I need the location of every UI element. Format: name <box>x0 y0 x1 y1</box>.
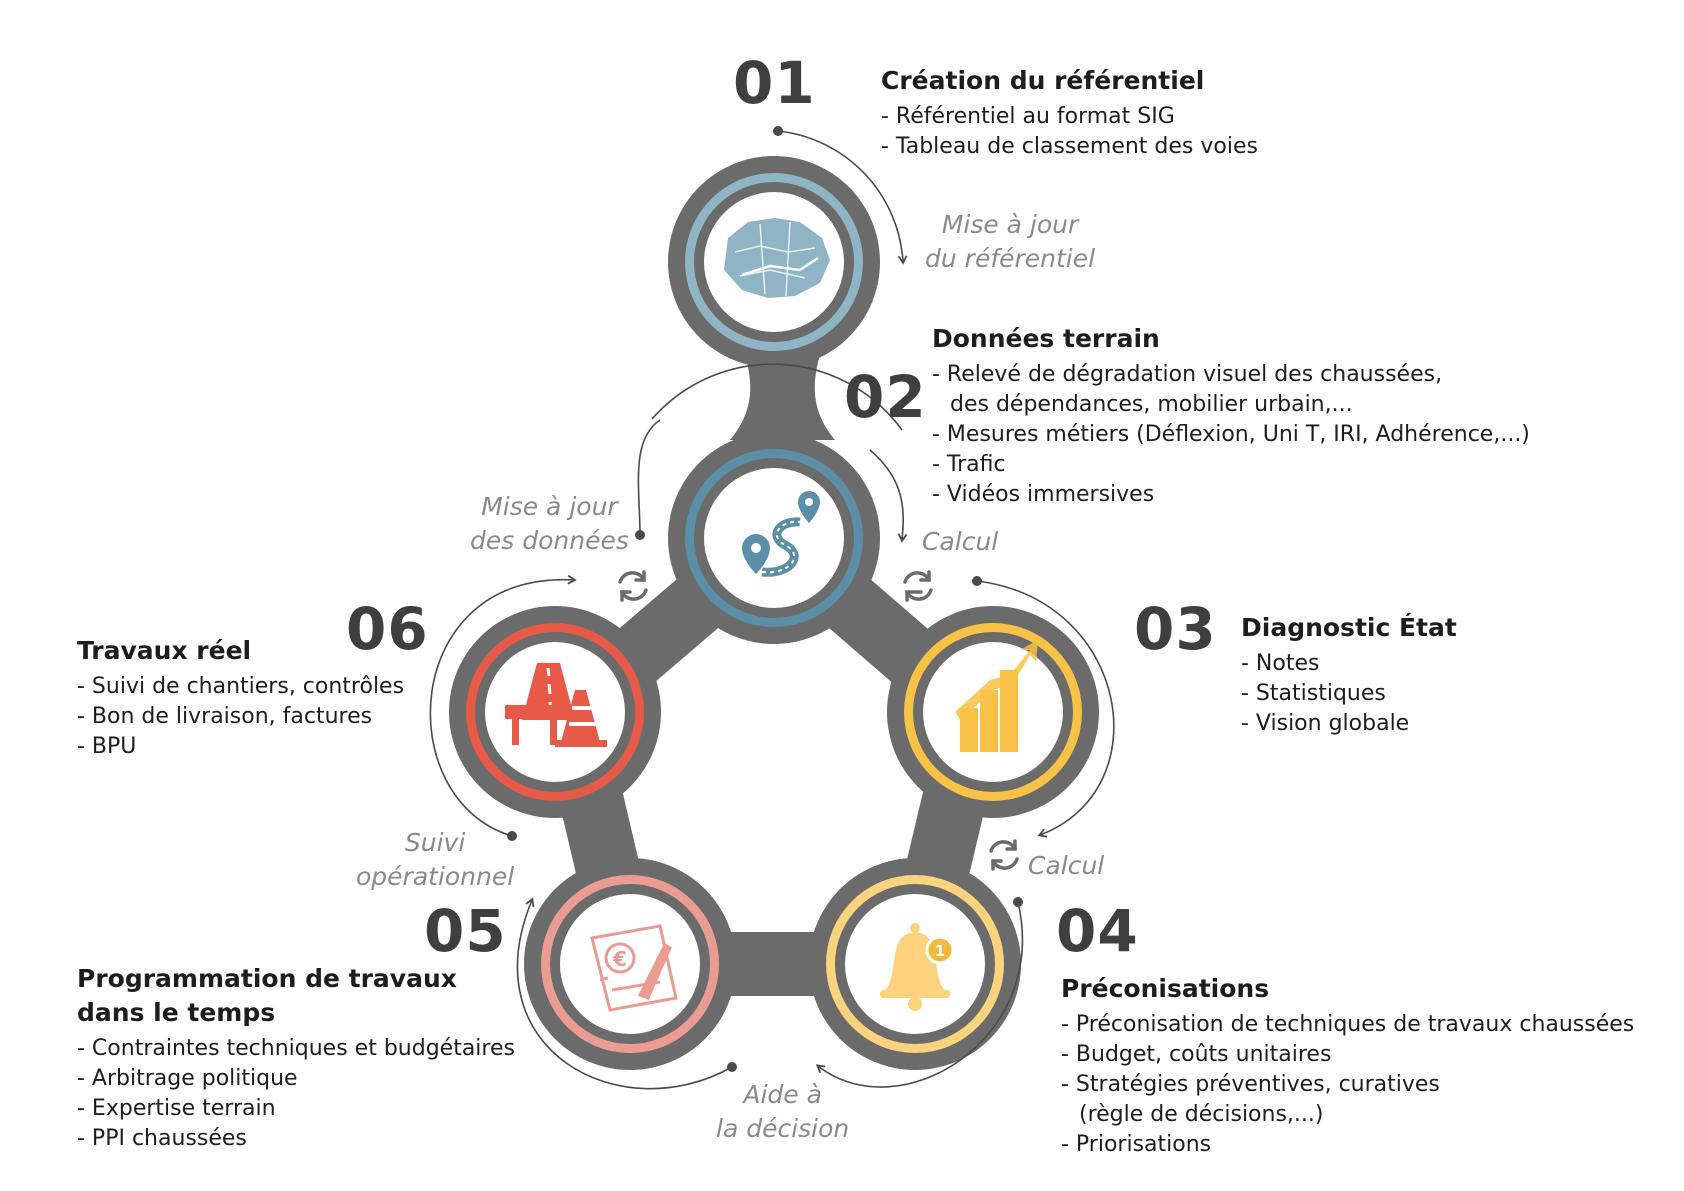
step-04-item: (règle de décisions,...) <box>1079 1102 1324 1127</box>
refresh-icon-1 <box>618 570 648 602</box>
step-05-item: - Contraintes techniques et budgétaires <box>77 1036 515 1061</box>
notification-bell-icon: 1 <box>880 923 955 1011</box>
label-decision: Aide à la décision <box>716 1078 849 1146</box>
step-01-item: - Référentiel au format SIG <box>881 104 1175 129</box>
label-line: la décision <box>716 1114 850 1143</box>
step-06-item: - BPU <box>77 734 137 759</box>
arrow-decision <box>815 901 1024 1088</box>
label-line: opérationnel <box>356 862 515 891</box>
arrow-calc-1 <box>869 449 908 543</box>
label-line: des données <box>470 526 629 555</box>
dot-followup <box>507 831 517 841</box>
arrow-calc-2 <box>976 580 1115 838</box>
label-line: Mise à jour <box>941 210 1079 239</box>
step-05-item: - Expertise terrain <box>77 1096 276 1121</box>
step-02-item: des dépendances, mobilier urbain,... <box>950 392 1353 417</box>
step-number-03: 03 <box>1134 595 1217 663</box>
step-03-item: - Notes <box>1241 651 1320 676</box>
step-05-item: - PPI chaussées <box>77 1126 247 1151</box>
flow-dots <box>507 126 1023 1072</box>
label-calc-2: Calcul <box>1028 851 1105 880</box>
circle-04: 1 <box>809 858 1021 1070</box>
city-map-icon <box>724 218 830 298</box>
circle-02 <box>668 432 880 644</box>
step-02-item: - Mesures métiers (Déflexion, Uni T, IRI… <box>932 422 1530 447</box>
step-02-item: - Relevé de dégradation visuel des chaus… <box>932 362 1443 387</box>
center-hole <box>644 660 904 920</box>
arrow-update-ref <box>777 130 908 265</box>
circle-06 <box>449 606 661 818</box>
dot-update-ref <box>773 126 783 136</box>
dot-calc-1 <box>972 576 982 586</box>
step-04-item: - Préconisation de techniques de travaux… <box>1061 1012 1635 1037</box>
label-update-referential: Mise à jour du référentiel <box>925 208 1095 276</box>
step-05-item: - Arbitrage politique <box>77 1066 298 1091</box>
label-line: Aide à <box>743 1080 822 1109</box>
step-number-02: 02 <box>844 363 927 431</box>
circle-05: € <box>524 858 736 1070</box>
growth-chart-icon <box>955 640 1038 752</box>
dot-decision <box>727 1062 737 1072</box>
circle-03 <box>887 606 1099 818</box>
step-number-01: 01 <box>733 49 816 117</box>
label-update-data: Mise à jour des données <box>470 490 629 558</box>
step-number-05: 05 <box>424 897 507 965</box>
arrow-update-data <box>651 363 903 431</box>
step-05-text: Programmation de travaux dans le temps -… <box>77 962 515 1154</box>
label-line: du référentiel <box>925 244 1096 273</box>
label-calc-1: Calcul <box>922 527 999 556</box>
step-04-item: - Stratégies préventives, curatives <box>1061 1072 1440 1097</box>
step-02-title: Données terrain <box>932 324 1160 353</box>
arrow-followup <box>429 574 577 837</box>
step-03-text: Diagnostic État - Notes - Statistiques -… <box>1241 611 1457 739</box>
svg-text:€: € <box>612 947 627 971</box>
step-06-text: Travaux réel - Suivi de chantiers, contr… <box>77 634 404 762</box>
step-03-title: Diagnostic État <box>1241 613 1457 642</box>
route-map-icon <box>742 491 820 577</box>
flow-arrows <box>429 130 1115 1090</box>
step-05-title: dans le temps <box>77 998 276 1027</box>
step-02-item: - Vidéos immersives <box>932 482 1155 507</box>
step-04-item: - Priorisations <box>1061 1132 1212 1157</box>
svg-text:1: 1 <box>935 942 945 960</box>
step-01-item: - Tableau de classement des voies <box>881 134 1258 159</box>
step-03-item: - Statistiques <box>1241 681 1386 706</box>
label-line: Suivi <box>404 828 466 857</box>
step-05-title: Programmation de travaux <box>77 964 457 993</box>
step-04-title: Préconisations <box>1061 974 1270 1003</box>
invoice-icon: € <box>590 924 678 1012</box>
step-02-item: - Trafic <box>932 452 1006 477</box>
step-04-item: - Budget, coûts unitaires <box>1061 1042 1332 1067</box>
dot-update-data <box>635 530 645 540</box>
step-number-04: 04 <box>1056 897 1139 965</box>
step-01-title: Création du référentiel <box>881 66 1205 95</box>
refresh-icon-2 <box>903 570 933 602</box>
roadwork-icon <box>505 663 607 747</box>
arrow-to-02 <box>637 419 661 536</box>
label-line: Mise à jour <box>481 492 618 521</box>
label-followup: Suivi opérationnel <box>356 826 514 894</box>
step-01-text: Création du référentiel - Référentiel au… <box>881 64 1258 162</box>
step-02-text: Données terrain - Relevé de dégradation … <box>932 322 1530 510</box>
refresh-icon-3 <box>989 839 1019 871</box>
step-06-item: - Suivi de chantiers, contrôles <box>77 674 405 699</box>
refresh-icons <box>618 570 1019 871</box>
circle-01 <box>668 156 880 368</box>
step-06-title: Travaux réel <box>77 636 252 665</box>
arrow-to-05 <box>516 897 733 1090</box>
step-04-text: Préconisations - Préconisation de techni… <box>1061 972 1634 1160</box>
dot-calc-2 <box>1013 897 1023 907</box>
step-03-item: - Vision globale <box>1241 711 1410 736</box>
step-number-06: 06 <box>346 595 429 663</box>
step-06-item: - Bon de livraison, factures <box>77 704 373 729</box>
